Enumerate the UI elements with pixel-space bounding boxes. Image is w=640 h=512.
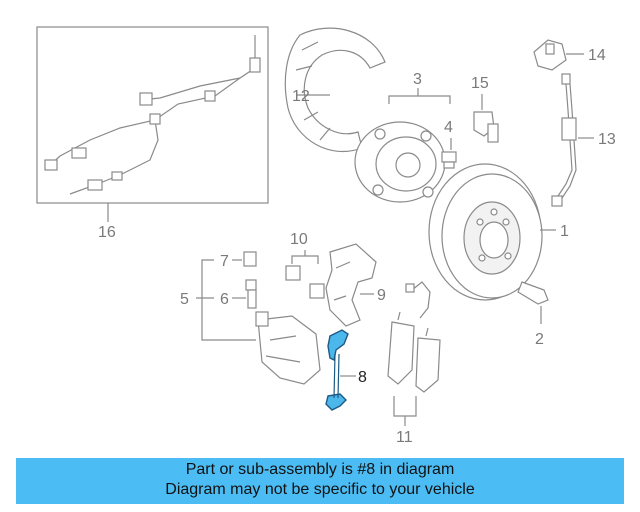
info-banner: Part or sub-assembly is #8 in diagram Di… xyxy=(16,458,624,504)
part-6-bleeder-screw[interactable] xyxy=(245,279,257,309)
part-2-rotor-screw[interactable]: 2 xyxy=(517,281,549,348)
part-5-brake-caliper[interactable] xyxy=(255,311,321,385)
callout-8: 8 xyxy=(358,369,367,386)
callout-3: 3 xyxy=(413,71,422,88)
callout-4: 4 xyxy=(444,119,453,136)
part-14-hose-bracket[interactable]: 14 xyxy=(533,39,606,71)
part-13-brake-hose[interactable]: 13 xyxy=(551,73,616,207)
callout-13: 13 xyxy=(598,131,616,148)
part-7-dust-cap[interactable] xyxy=(243,251,257,267)
part-16-sensor-harness[interactable]: 16 xyxy=(36,26,269,241)
banner-line-1: Part or sub-assembly is #8 in diagram xyxy=(185,461,455,478)
callout-15: 15 xyxy=(471,75,489,92)
callout-14: 14 xyxy=(588,47,606,64)
callout-2: 2 xyxy=(535,331,544,348)
callout-12: 12 xyxy=(292,88,310,105)
callout-6: 6 xyxy=(220,291,229,308)
part-11-brake-pads[interactable]: 11 xyxy=(387,281,441,446)
parts-diagram: 16 12 3 4 15 14 xyxy=(36,26,616,446)
callout-7: 7 xyxy=(220,253,229,270)
part-10-guide-bolts[interactable]: 10 xyxy=(285,231,325,299)
part-12-splash-shield[interactable]: 12 xyxy=(284,27,386,153)
callouts-5-6-7: 7 6 5 xyxy=(180,253,256,341)
part-4-bolt[interactable]: 4 xyxy=(441,119,457,169)
callout-11: 11 xyxy=(396,429,413,446)
part-9-caliper-bracket[interactable]: 9 xyxy=(325,243,386,327)
part-15-abs-sensor[interactable]: 15 xyxy=(471,75,499,143)
part-1-brake-rotor[interactable]: 1 xyxy=(428,163,569,301)
part-3-wheel-hub[interactable]: 3 xyxy=(354,71,451,203)
callout-1: 1 xyxy=(560,223,569,240)
part-8-anti-rattle-spring[interactable]: 8 xyxy=(325,329,367,411)
banner-line-2: Diagram may not be specific to your vehi… xyxy=(165,481,475,498)
callout-9: 9 xyxy=(377,287,386,304)
callout-5: 5 xyxy=(180,291,189,308)
callout-16: 16 xyxy=(98,224,116,241)
callout-10: 10 xyxy=(290,231,308,248)
